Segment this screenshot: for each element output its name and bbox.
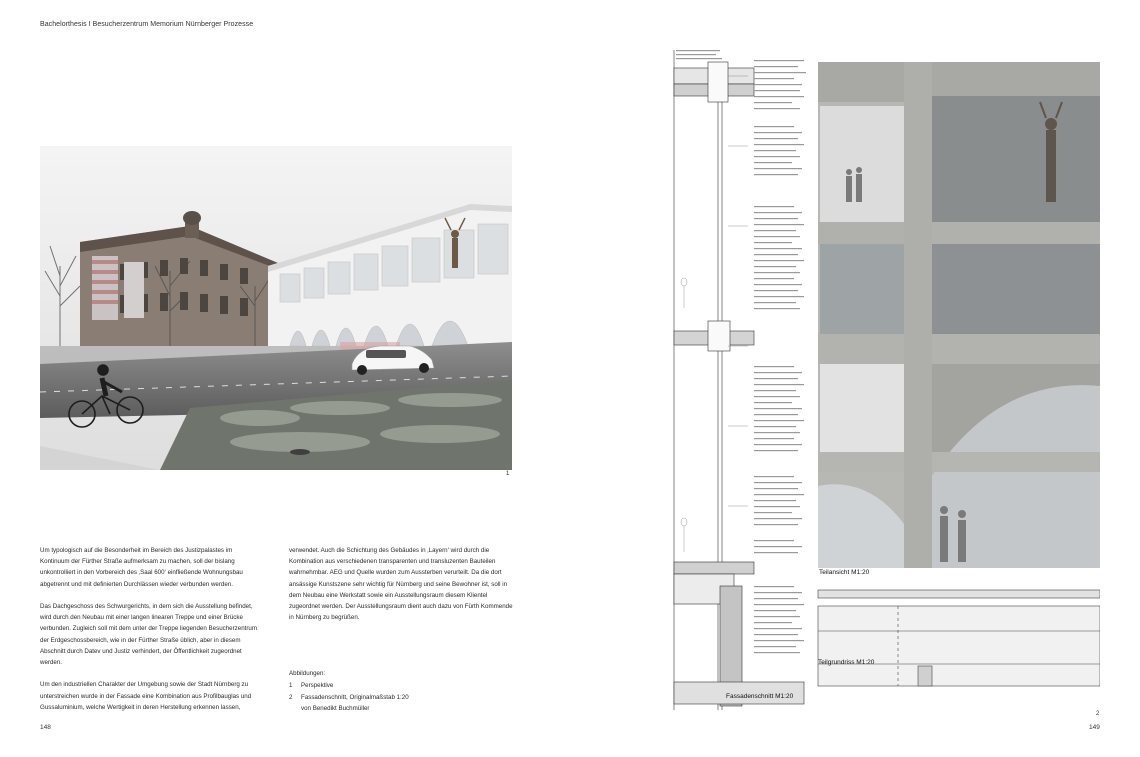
perspective-rendering <box>40 146 512 470</box>
page-number-left: 148 <box>40 724 51 731</box>
caption-number: 1 <box>289 681 293 689</box>
caption-number: 2 <box>289 693 293 701</box>
label-teilansicht: Teilansicht M1:20 <box>819 569 870 576</box>
label-teilgrundriss: Teilgrundriss M1:20 <box>818 659 875 666</box>
justizpalast-building <box>80 211 285 351</box>
caption-text: von Benedikt Buchmüller <box>301 705 370 713</box>
partial-elevation <box>818 62 1100 568</box>
caption-item: von Benedikt Buchmüller <box>289 703 489 715</box>
partial-plan <box>817 589 1100 687</box>
page-number-right: 149 <box>1089 724 1100 731</box>
caption-number <box>289 703 301 715</box>
label-fassadenschnitt: Fassadenschnitt M1:20 <box>726 693 794 700</box>
captions-title: Abbildungen: <box>289 670 326 677</box>
new-building <box>268 204 512 347</box>
trees <box>44 245 271 351</box>
paragraph: Um typologisch auf die Besonderheit im B… <box>40 547 243 588</box>
text-column-left: Um typologisch auf die Besonderheit im B… <box>40 545 260 724</box>
caption-item: 1 Perspektive <box>289 680 489 692</box>
paragraph: Um den industriellen Charakter der Umgeb… <box>40 681 252 711</box>
figure-2-number: 2 <box>1096 711 1100 717</box>
running-header: Bachelorthesis I Besucherzentrum Memoriu… <box>40 21 254 28</box>
cyclist <box>68 364 144 428</box>
paragraph: verwendet. Auch die Schichtung des Gebäu… <box>289 547 513 622</box>
section-annotations <box>676 50 806 654</box>
facade-drawing <box>668 46 1100 712</box>
text-column-right: verwendet. Auch die Schichtung des Gebäu… <box>289 545 515 635</box>
caption-item: 2 Fassadenschnitt, Originalmaßstab 1:20 <box>289 692 489 704</box>
facade-section <box>673 50 805 710</box>
white-car <box>351 345 435 375</box>
caption-text: Perspektive <box>301 681 334 689</box>
paragraph: Das Dachgeschoss des Schwurgerichts, in … <box>40 603 258 667</box>
caption-text: Fassadenschnitt, Originalmaßstab 1:20 <box>301 693 409 701</box>
figure-1-number: 1 <box>506 471 510 477</box>
figure-captions: Abbildungen: 1 Perspektive 2 Fassadensch… <box>289 668 489 715</box>
